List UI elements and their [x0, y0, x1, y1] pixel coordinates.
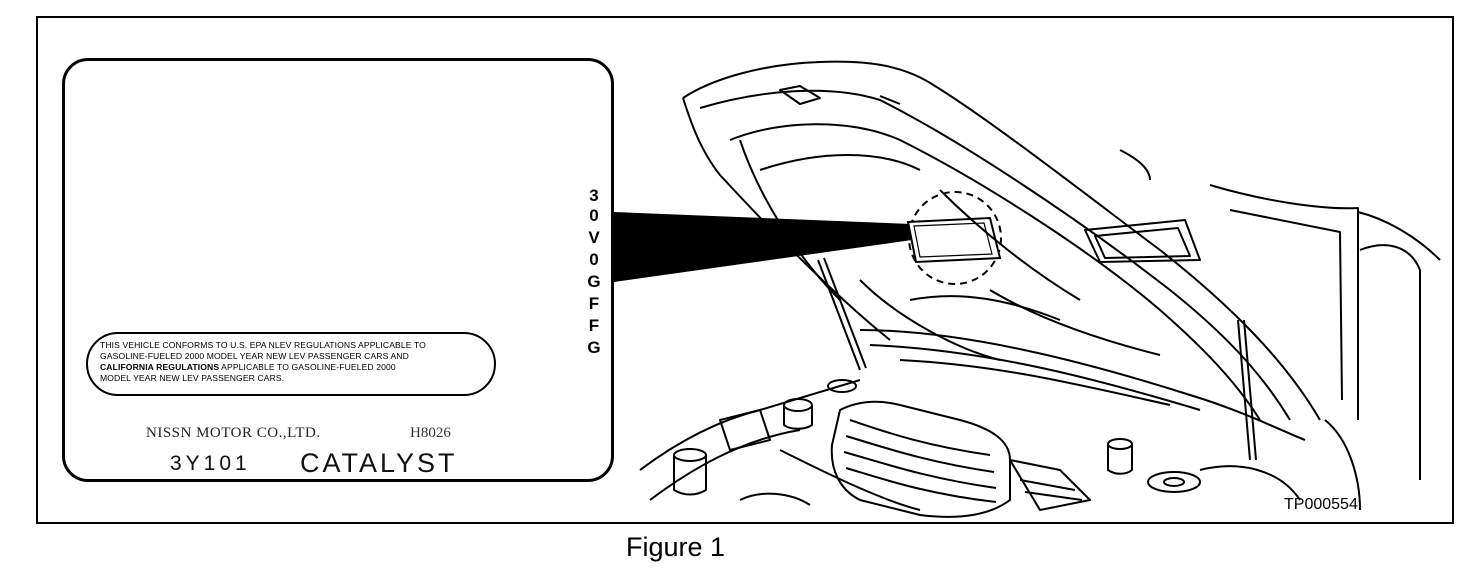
plant-code: H8026 [410, 425, 451, 441]
vertical-code-char: 0 [589, 206, 599, 225]
open-hood [682, 60, 1321, 421]
vertical-code-char: 3 [589, 186, 599, 205]
model-code: 3Y101 [170, 452, 251, 475]
hood-label [906, 216, 1002, 264]
callout-circle [908, 191, 1002, 285]
vertical-code-char: F [588, 316, 600, 335]
vertical-code-char: F [588, 294, 600, 313]
part-number: TP000554 [1284, 496, 1358, 513]
vertical-code-char: V [588, 228, 600, 247]
vertical-code-char: G [587, 338, 601, 357]
notice-line-3: CALIFORNIA REGULATIONS APPLICABLE TO GAS… [100, 362, 484, 373]
notice-bold-text: CALIFORNIA REGULATIONS [100, 362, 220, 372]
hood-props [817, 257, 1257, 461]
engine [673, 379, 1301, 518]
emission-notice: THIS VEHICLE CONFORMS TO U.S. EPA NLEV R… [86, 332, 496, 396]
emission-label-card [62, 58, 614, 482]
notice-line-3-rest: APPLICABLE TO GASOLINE-FUELED 2000 [219, 362, 396, 372]
vertical-code-char: 0 [589, 250, 599, 269]
vertical-code-char: G [587, 272, 601, 291]
notice-line-4: MODEL YEAR NEW LEV PASSENGER CARS. [100, 373, 285, 383]
figure-caption: Figure 1 [626, 532, 726, 562]
callout-wedge [614, 212, 912, 282]
figure-frame [36, 16, 1454, 524]
notice-line-2: GASOLINE-FUELED 2000 MODEL YEAR NEW LEV … [100, 351, 409, 361]
catalyst-text: CATALYST [300, 448, 458, 478]
maker-name: NISSN MOTOR CO.,LTD. [146, 425, 321, 441]
notice-line-1: THIS VEHICLE CONFORMS TO U.S. EPA NLEV R… [100, 340, 426, 350]
